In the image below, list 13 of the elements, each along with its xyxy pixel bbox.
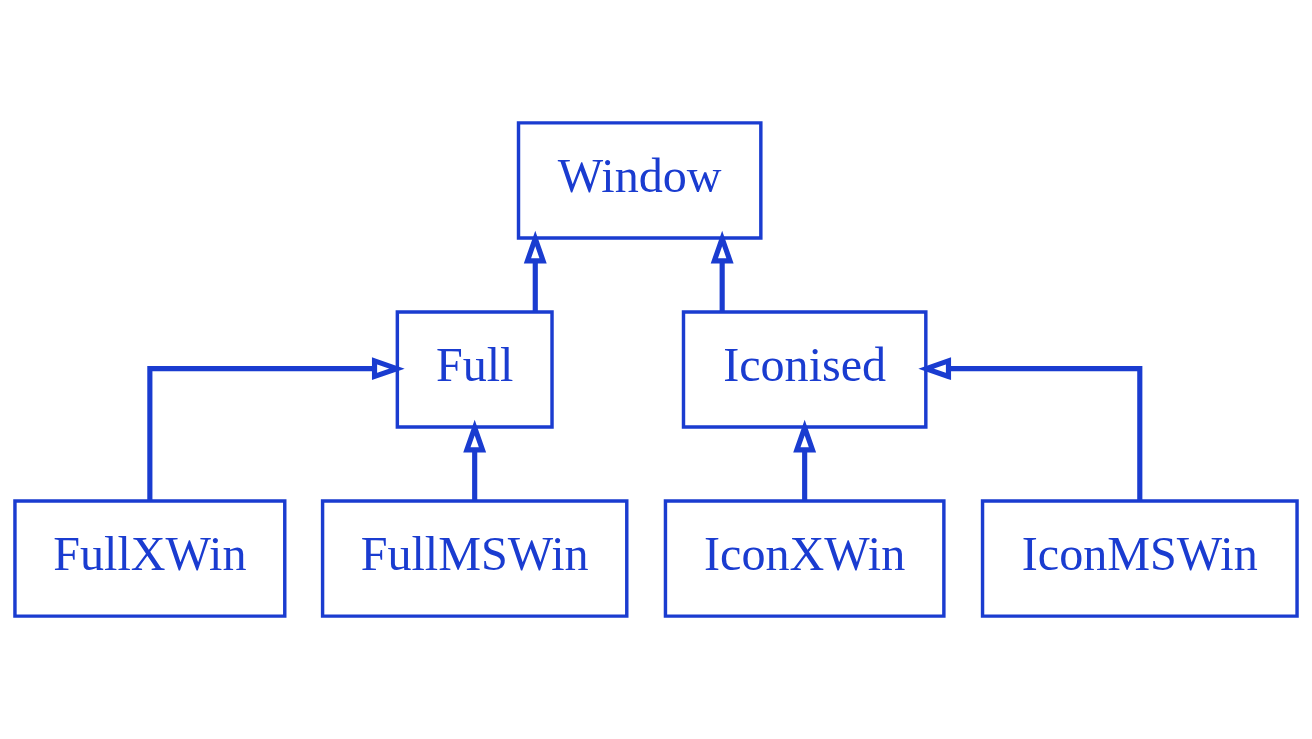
arrow (147, 357, 405, 501)
arrow (793, 419, 817, 501)
node-box: Full (395, 310, 554, 429)
node-box: IconMSWin (980, 499, 1299, 618)
arrow (710, 230, 734, 312)
arrow (523, 230, 547, 312)
arrow (463, 419, 487, 501)
arrow (918, 357, 1143, 501)
node-box: IconXWin (663, 499, 946, 618)
node-box: FullMSWin (320, 499, 629, 618)
node-box: Window (516, 121, 763, 240)
node-box: Iconised (681, 310, 928, 429)
node-box: FullXWin (13, 499, 287, 618)
